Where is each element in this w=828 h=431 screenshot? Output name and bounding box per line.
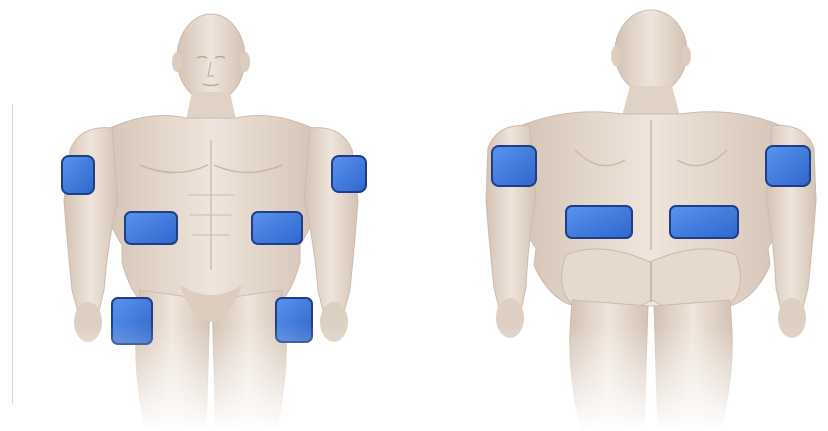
left-edge-divider [12,104,13,404]
